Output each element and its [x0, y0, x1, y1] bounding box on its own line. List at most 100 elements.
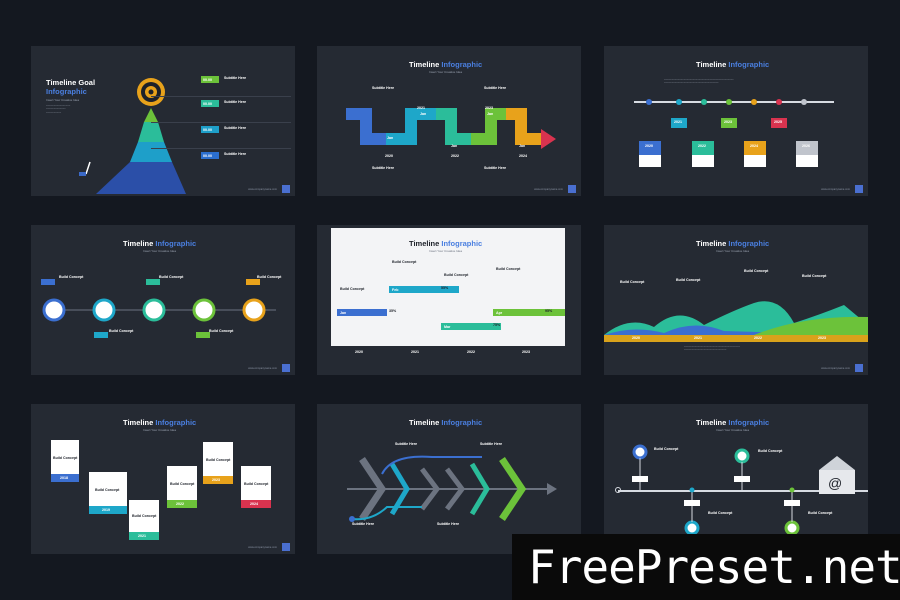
tag-markers	[639, 99, 818, 167]
slide-title: Timeline Infographic	[696, 60, 770, 69]
slide-title: Timeline Infographic	[696, 239, 770, 248]
slide-circle-timeline[interactable]: Timeline Infographic Insert Your Creativ…	[31, 225, 295, 375]
bottom-year: 2026	[802, 144, 810, 148]
page-number-badge	[282, 185, 290, 193]
step-label: Subtitle Here	[372, 86, 395, 90]
page-number-badge	[282, 364, 290, 372]
bottom-year: 2024	[750, 144, 758, 148]
slide-title: Timeline Infographic	[409, 60, 483, 69]
year-label: 2021	[694, 336, 702, 340]
concept-label: Build Concept	[620, 280, 645, 284]
slide-line-timeline[interactable]: Timeline Infographic Insert Your Creativ…	[604, 404, 868, 554]
watermark-banner: FreePreset.net	[512, 534, 900, 600]
card-year: 2021	[138, 534, 146, 538]
body-text: ~~~~~~~~~~~~~~~~~~~~~~~~~~~~~~~~~~~~~~~~…	[664, 78, 734, 85]
concept-label: Build Concept	[758, 449, 783, 453]
footer-url[interactable]: www.companyname.com	[248, 367, 277, 370]
concept-label: Build Concept	[109, 329, 134, 333]
bar: Apr	[493, 309, 565, 316]
footer-url[interactable]: www.companyname.com	[821, 367, 850, 370]
concept-label: Build Concept	[59, 275, 84, 279]
timeline-chip: 00.00	[201, 76, 219, 83]
card-year: 2018	[60, 476, 68, 480]
step-year: 2020	[385, 154, 393, 158]
timeline-chip: 00.00	[201, 100, 219, 107]
slide-subtitle: Insert Your Creative Idea	[429, 249, 463, 253]
step-month: Jan	[451, 144, 458, 148]
step-label: Subtitle Here	[480, 442, 503, 446]
concept-label: Build Concept	[392, 260, 417, 264]
item-label: Subtitle Here	[224, 152, 247, 156]
slide-arrow-timeline[interactable]: Timeline Infographic Insert Your Creativ…	[317, 46, 581, 196]
concept-label: Build Concept	[340, 287, 365, 291]
concept-label: Build Concept	[808, 511, 833, 515]
step-month: Jan	[420, 112, 427, 116]
year-bar	[604, 335, 868, 342]
slide-subtitle: Insert Your Creative Idea	[46, 98, 80, 102]
top-year: 2023	[724, 120, 732, 124]
slide-subtitle: Insert Your Creative Idea	[716, 249, 750, 253]
slide-subtitle: Insert Your Creative Idea	[716, 428, 750, 432]
target-pyramid-graphic	[79, 78, 186, 194]
step-label: Subtitle Here	[372, 166, 395, 170]
slide-subtitle: Insert Your Creative Idea	[429, 70, 463, 74]
slide-title: Timeline Infographic	[409, 418, 483, 427]
concept-label: Build Concept	[159, 275, 184, 279]
slide-mountain-timeline[interactable]: Timeline Infographic Insert Your Creativ…	[604, 225, 868, 375]
body-text: ~~~~~~~~~~~~~~~~~~~~~~~~~~~~~~~~~~~~~~~~…	[684, 345, 741, 352]
bar: Mar	[441, 323, 501, 330]
line-nodes-graphic: @	[615, 444, 855, 536]
page-number-badge	[855, 185, 863, 193]
concept-label: Build Concept	[708, 511, 733, 515]
step-label: Subtitle Here	[484, 166, 507, 170]
watermark-text: FreePreset.net	[528, 540, 900, 594]
step-label: Subtitle Here	[484, 86, 507, 90]
slide-card-timeline[interactable]: Timeline Infographic Insert Your Creativ…	[31, 404, 295, 554]
concept-label: Build Concept	[802, 274, 827, 278]
percent-label: 95%	[545, 309, 553, 313]
circle-nodes-graphic	[41, 279, 276, 338]
step-label: Subtitle Here	[437, 522, 460, 526]
concept-label: Build Concept	[444, 273, 469, 277]
step-year: 2021	[417, 106, 425, 110]
step-month: Jan	[519, 144, 526, 148]
page-number-badge	[855, 364, 863, 372]
timeline-chip: 00.00	[201, 152, 219, 159]
top-year: 2025	[774, 120, 782, 124]
percent-label: 75%	[493, 323, 501, 327]
zigzag-arrow-graphic	[346, 108, 556, 149]
bar: Jan	[337, 309, 387, 316]
chevron-arrows-graphic	[347, 455, 557, 522]
footer-url[interactable]: www.companyname.com	[821, 188, 850, 191]
footer-url[interactable]: www.companyname.com	[248, 546, 277, 549]
step-year: 2024	[519, 154, 527, 158]
slide-bar-timeline[interactable]: Timeline Infographic Insert Your Creativ…	[317, 225, 581, 375]
step-month: Jan	[487, 112, 494, 116]
concept-label: Build Concept	[209, 329, 234, 333]
percent-label: 55%	[441, 286, 449, 290]
bottom-year: 2020	[645, 144, 653, 148]
slide-chevron-timeline[interactable]: Timeline Infographic Subtitle Here Subti…	[317, 404, 581, 554]
timeline-chip: 00.00	[201, 126, 219, 133]
item-label: Subtitle Here	[224, 126, 247, 130]
slide-title: Timeline Infographic	[123, 418, 197, 427]
footer-url[interactable]: www.companyname.com	[534, 188, 563, 191]
slide-timeline-goal[interactable]: Timeline Goal Infographic Insert Your Cr…	[31, 46, 295, 196]
concept-label: Build Concept	[257, 275, 282, 279]
card-year: 2024	[250, 502, 258, 506]
footer-url[interactable]: www.companyname.com	[248, 188, 277, 191]
slide-title: Timeline Infographic	[409, 239, 483, 248]
percent-label: 35%	[389, 309, 397, 313]
slide-tag-timeline[interactable]: Timeline Infographic ~~~~~~~~~~~~~~~~~~~…	[604, 46, 868, 196]
concept-label: Build Concept	[744, 269, 769, 273]
year-label: 2021	[411, 350, 419, 354]
slide-title: Timeline Infographic	[696, 418, 770, 427]
year-label: 2023	[522, 350, 530, 354]
mountain-graphic	[604, 301, 868, 335]
bottom-year: 2022	[698, 144, 706, 148]
year-label: 2023	[818, 336, 826, 340]
year-label: 2022	[467, 350, 475, 354]
slide-subtitle: Insert Your Creative Idea	[143, 428, 177, 432]
card-year: 2019	[102, 508, 110, 512]
bar: Feb	[389, 286, 459, 293]
